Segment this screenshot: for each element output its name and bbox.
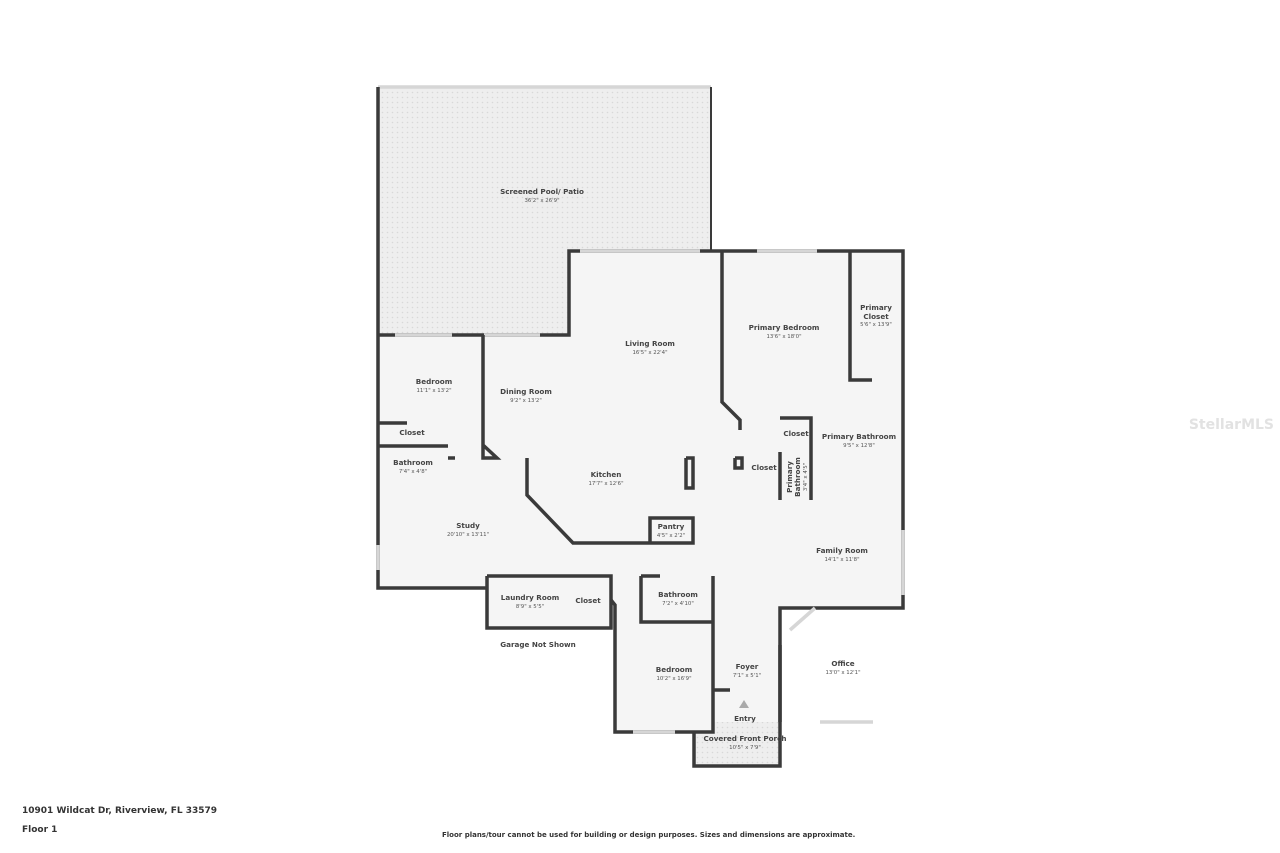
room-name: Study [456, 521, 480, 530]
room-name: Laundry Room [501, 593, 559, 602]
room-dims: 10'2" x 16'9" [656, 676, 691, 682]
garage-note: Garage Not Shown [500, 640, 576, 649]
room-dims: 4'5" x 2'2" [657, 533, 685, 539]
entry-arrow-icon [739, 700, 749, 708]
room-name: Primary [860, 303, 892, 312]
room-name: Office [831, 659, 854, 668]
room-dims: 10'5" x 7'9" [729, 745, 761, 751]
room-dims: 16'5" x 22'4" [632, 350, 667, 356]
room-dims: 9'5" x 12'8" [843, 443, 875, 449]
room-name: Bathroom [393, 458, 433, 467]
room-dims: 7'4" x 4'8" [399, 469, 427, 475]
room-dims: 13'0" x 12'1" [825, 670, 860, 676]
room-dims: 3'4" x 4'5" [803, 463, 809, 491]
room-dims: 5'6" x 13'9" [860, 322, 892, 328]
room-name: Closet [399, 428, 425, 437]
room-name: Bathroom [658, 590, 698, 599]
house-floor [378, 251, 903, 732]
room-name: Bedroom [416, 377, 452, 386]
room-dims: 13'6" x 18'0" [766, 334, 801, 340]
room-name: Living Room [625, 339, 675, 348]
disclaimer: Floor plans/tour cannot be used for buil… [442, 831, 856, 839]
room-name: Closet [783, 429, 809, 438]
room-name: Bathroom [793, 457, 802, 497]
room-dims: 11'1" x 13'2" [416, 388, 451, 394]
room-name: Entry [734, 714, 756, 723]
room-name: Closet [751, 463, 777, 472]
room-dims: 36'2" x 26'9" [524, 198, 559, 204]
room-dims: 14'1" x 11'8" [824, 557, 859, 563]
room-name: Dining Room [500, 387, 552, 396]
room-name: Primary Bedroom [749, 323, 820, 332]
address: 10901 Wildcat Dr, Riverview, FL 33579 [22, 806, 218, 816]
watermark: StellarMLS [1188, 417, 1274, 433]
room-name: Bedroom [656, 665, 692, 674]
room-name: Closet [575, 596, 601, 605]
room-name: Covered Front Porch [704, 734, 787, 743]
room-name: Family Room [816, 546, 868, 555]
room-name: Closet [863, 312, 889, 321]
floor-label: Floor 1 [22, 825, 58, 835]
room-dims: 17'7" x 12'6" [588, 481, 623, 487]
room-name: Foyer [736, 662, 759, 671]
room-dims: 8'9" x 5'5" [516, 604, 544, 610]
room-name: Pantry [658, 522, 685, 531]
room-dims: 9'2" x 13'2" [510, 398, 542, 404]
room-name: Screened Pool/ Patio [500, 187, 584, 196]
room-name: Kitchen [591, 470, 622, 479]
room-name: Primary Bathroom [822, 432, 896, 441]
room-dims: 7'1" x 5'1" [733, 673, 761, 679]
room-dims: 7'2" x 4'10" [662, 601, 694, 607]
room-dims: 20'10" x 13'11" [447, 532, 489, 538]
room-name: Primary [785, 461, 794, 493]
